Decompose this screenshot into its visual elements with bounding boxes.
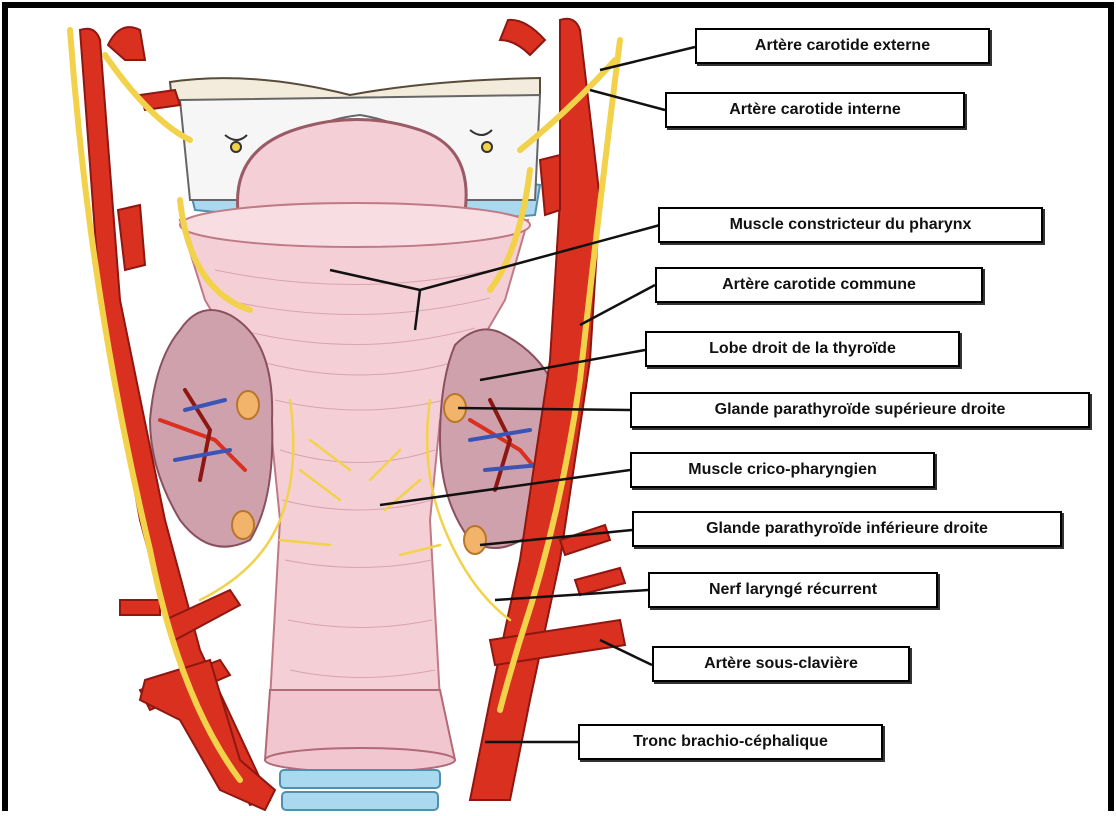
label-carotide-interne: Artère carotide interne [665,92,965,128]
label-nerf-laryngé: Nerf laryngé récurrent [648,572,938,608]
label-crico-pharyngien: Muscle crico-pharyngien [630,452,935,488]
label-carotide-externe: Artère carotide externe [695,28,990,64]
left-subclavian [140,660,275,810]
trachea-rings [280,770,440,810]
label-carotide-commune: Artère carotide commune [655,267,983,303]
esophagus-lower [265,690,455,772]
label-lobe-thyroide: Lobe droit de la thyroïde [645,331,960,367]
label-parathyroide-superieure: Glande parathyroïde supérieure droite [630,392,1090,428]
label-parathyroide-inferieure: Glande parathyroïde inférieure droite [632,511,1062,547]
label-constricteur-pharynx: Muscle constricteur du pharynx [658,207,1043,243]
label-sous-claviere: Artère sous-clavière [652,646,910,682]
label-tronc-brachio: Tronc brachio-céphalique [578,724,883,760]
